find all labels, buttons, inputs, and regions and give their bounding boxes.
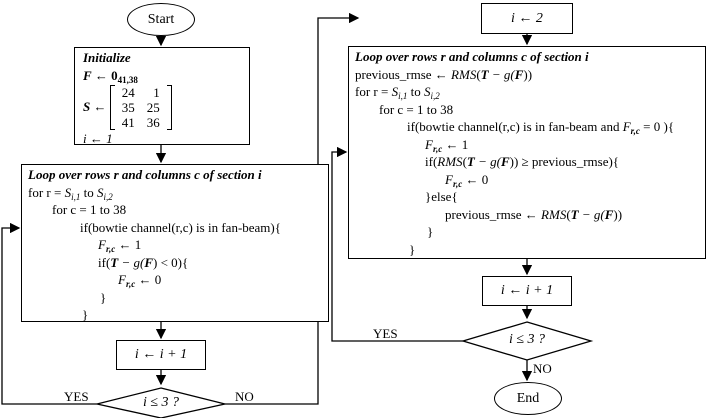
loop2-assign0: Fr,c ← 0 [445,171,489,189]
loop1-title: Loop over rows r and columns c of sectio… [28,167,262,182]
increment-box-2: i ← i + 1 [482,276,572,306]
increment-1-label: i ← i + 1 [134,347,188,362]
yes-label-1: YES [64,389,89,404]
no-label-1: NO [235,389,254,404]
loop1-if: if(bowtie channel(r,c) is in fan-beam){ [80,219,281,235]
init-f-line: F ← 041,38 [83,67,138,85]
end-label: End [516,390,540,406]
loop2-close-inner: } [427,224,434,239]
loop2-title: Loop over rows r and columns c of sectio… [355,49,589,64]
init-i-line: i ← 1 [83,131,113,146]
loop2-prev: previous_rmse ← RMS(T − g(F)) [355,66,533,82]
start-label: Start [147,11,175,27]
loop1-for-r: for r = Si,1 to Si,2 [28,184,113,202]
loop2-for-r: for r = Si,1 to Si,2 [355,84,440,101]
loop1-assign0: Fr,c ← 0 [118,272,162,289]
set-i2-label: i ← 2 [511,10,543,26]
loop1-close-outer: } [82,307,89,322]
loop1-if2: if(T − g(F) < 0){ [98,254,189,270]
arrow-yes-loop2 [331,146,463,342]
loop2-prev-update: previous_rmse ← RMS(T − g(F)) [445,206,623,222]
no-label-2: NO [533,361,552,376]
loop2-close-outer: } [409,241,416,257]
start-terminal: Start [127,3,195,36]
loop2-for-c: for c = 1 to 38 [379,101,454,117]
decision-diamond-1 [96,387,226,418]
loop2-box: Loop over rows r and columns c of sectio… [348,46,706,259]
arrow-yes-loop1 [1,222,97,405]
set-i2-box: i ← 2 [481,3,573,34]
loop2-assign1: Fr,c ← 1 [425,136,469,154]
end-terminal: End [494,382,562,415]
increment-2-label: i ← i + 1 [500,283,554,298]
loop2-if: if(bowtie channel(r,c) is in fan-beam an… [407,119,675,136]
condition-1-label: i ≤ 3 ? [142,395,180,410]
loop2-if2: if(RMS(T − g(F)) ≥ previous_rmse){ [425,154,620,169]
increment-box-1: i ← i + 1 [116,340,206,370]
loop1-close-inner: } [100,289,107,305]
condition-2-label: i ≤ 3 ? [508,332,546,347]
loop2-else: }else{ [425,189,458,204]
initialize-title: Initialize [83,50,131,65]
yes-label-2: YES [373,326,398,341]
loop1-for-c: for c = 1 to 38 [52,202,127,217]
loop1-box: Loop over rows r and columns c of sectio… [21,164,329,322]
loop1-assign1: Fr,c ← 1 [98,237,142,254]
